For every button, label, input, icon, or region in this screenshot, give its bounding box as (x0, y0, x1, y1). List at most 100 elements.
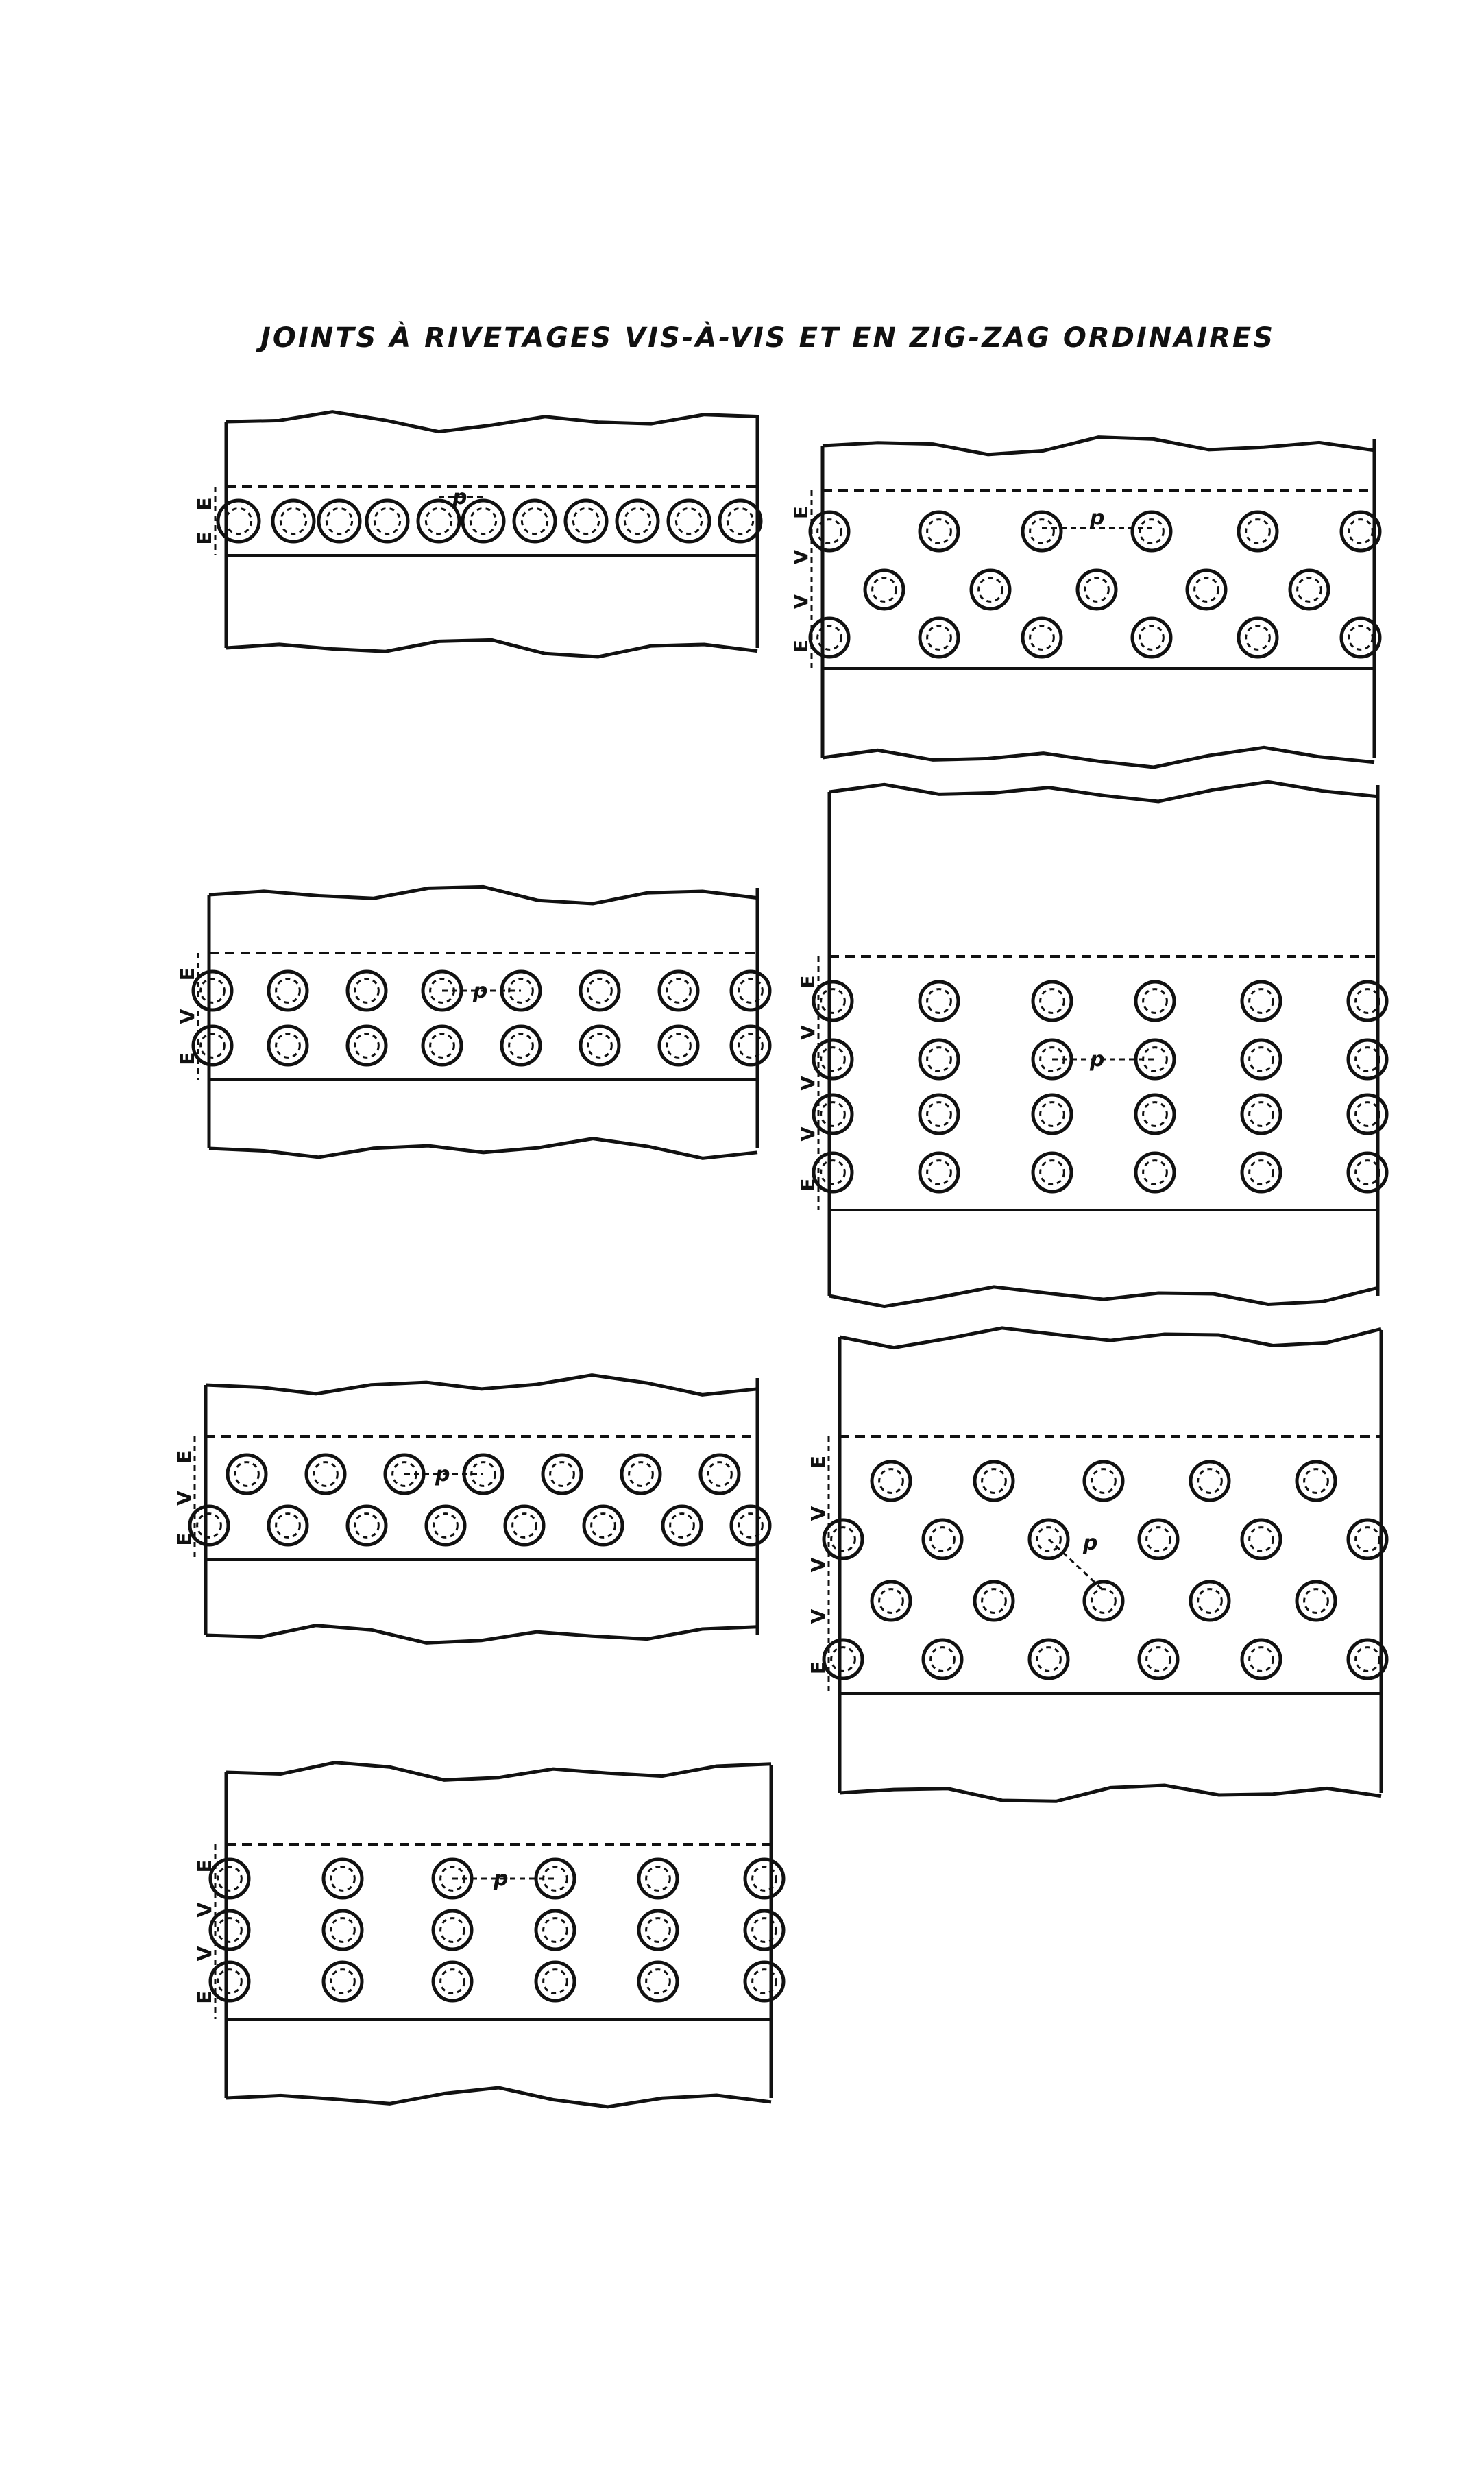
rivet-shank (981, 1588, 1007, 1614)
rivet (918, 616, 960, 659)
rivet-shank (1354, 1046, 1380, 1072)
side-label: E (790, 640, 812, 653)
side-label: V (193, 1902, 216, 1917)
rivet-shank (354, 1033, 380, 1059)
side-label: E (176, 1052, 199, 1065)
rivet (918, 1038, 960, 1081)
rivet-shank (929, 1526, 956, 1552)
rivet-shank (816, 518, 842, 544)
rivet (1134, 1038, 1176, 1081)
rivet (1339, 510, 1382, 553)
rivet (1237, 616, 1279, 659)
rivet-shank (199, 1033, 226, 1059)
side-label: E (790, 506, 812, 519)
rivet (812, 980, 854, 1022)
rivet-shank (587, 1033, 613, 1059)
rivet-shank (738, 1512, 764, 1539)
rivet (503, 1504, 546, 1547)
rivet (729, 1024, 772, 1067)
rivet-shank (1303, 1588, 1329, 1614)
rivet-shank (645, 1917, 671, 1943)
rivet (637, 1857, 679, 1900)
rivet (637, 1909, 679, 1951)
rivet (729, 1504, 772, 1547)
rivet-shank (1029, 518, 1055, 544)
rivet-shank (977, 577, 1003, 603)
pitch-label: p (1082, 1531, 1097, 1555)
pitch-label: p (493, 1867, 508, 1891)
side-label: V (796, 1126, 819, 1142)
rivet (216, 498, 261, 544)
rivet-shank (820, 988, 846, 1014)
rivet (321, 1909, 364, 1951)
rivet-shank (590, 1512, 616, 1539)
rivet (1240, 1038, 1282, 1081)
joint-panel-single-row: pEE (193, 410, 763, 659)
rivet (317, 498, 362, 544)
rivet (1346, 1093, 1389, 1135)
rivet (267, 1504, 309, 1547)
rivet (729, 969, 772, 1012)
plate-top-break (208, 884, 758, 906)
rivet (1240, 1518, 1282, 1560)
rivet-shank (424, 507, 453, 535)
side-label: V (807, 1506, 829, 1521)
rivet (345, 969, 388, 1012)
rivet (808, 510, 851, 553)
rivet-shank (549, 1461, 575, 1487)
rivet-shank (669, 1512, 695, 1539)
pitch-label: p (452, 485, 467, 509)
rivet-shank (726, 507, 755, 535)
rivet-shank (275, 1033, 301, 1059)
plate-bottom-break (208, 1137, 758, 1160)
rivet-shank (751, 1866, 777, 1892)
rivet-shank (199, 978, 226, 1004)
rivet-shank (1145, 1526, 1171, 1552)
rivet (321, 1960, 364, 2003)
rivet-shank (1354, 1526, 1380, 1552)
side-label: E (796, 975, 819, 988)
rivet-shank (1084, 577, 1110, 603)
rivet (698, 1453, 741, 1495)
rivet-shank (871, 577, 897, 603)
side-label: V (807, 1608, 829, 1624)
rivet (191, 1024, 234, 1067)
rivet-shank (1348, 518, 1374, 544)
side-label: V (790, 594, 812, 609)
rivet-shank (520, 507, 549, 535)
rivet-shank (1029, 625, 1055, 651)
pitch-label: p (472, 979, 487, 1003)
rivet-shank (1248, 1046, 1274, 1072)
rivet-shank (234, 1461, 260, 1487)
rivet (918, 1093, 960, 1135)
rivet (812, 1093, 854, 1135)
rivet (431, 1909, 474, 1951)
rivet-shank (1245, 518, 1271, 544)
rivet (615, 498, 660, 544)
rivet (1075, 568, 1118, 611)
rivet-shank (623, 507, 652, 535)
rivet (1031, 980, 1073, 1022)
rivet-shank (217, 1917, 243, 1943)
rivet-shank (1248, 1159, 1274, 1185)
rivet-shank (542, 1968, 568, 1994)
rivet-shank (1248, 988, 1274, 1014)
rivet-shank (878, 1588, 904, 1614)
rivet-shank (666, 1033, 692, 1059)
rivet-shank (224, 507, 253, 535)
side-label: E (173, 1450, 195, 1463)
rivet (870, 1580, 912, 1622)
rivet (1346, 980, 1389, 1022)
rivet (973, 1580, 1015, 1622)
rivet-shank (469, 507, 498, 535)
rivet (870, 1460, 912, 1502)
rivet-shank (1248, 1646, 1274, 1672)
rivet-shank (572, 507, 600, 535)
pitch-label: p (435, 1462, 450, 1486)
rivet (743, 1909, 786, 1951)
rivet (1339, 616, 1382, 659)
rivet (657, 1024, 700, 1067)
